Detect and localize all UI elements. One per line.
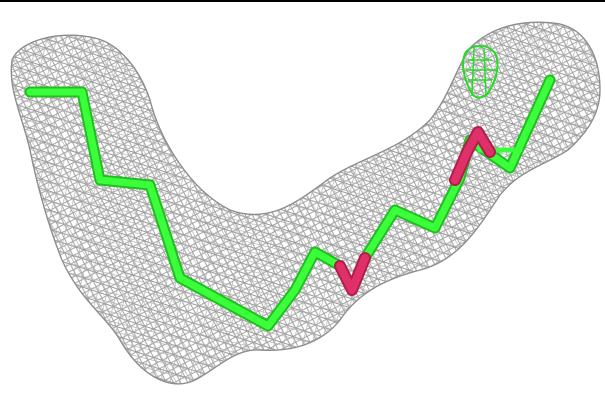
top-border-rule <box>0 0 605 2</box>
oxygen-atoms <box>334 126 496 296</box>
green-density-blob <box>462 45 499 99</box>
